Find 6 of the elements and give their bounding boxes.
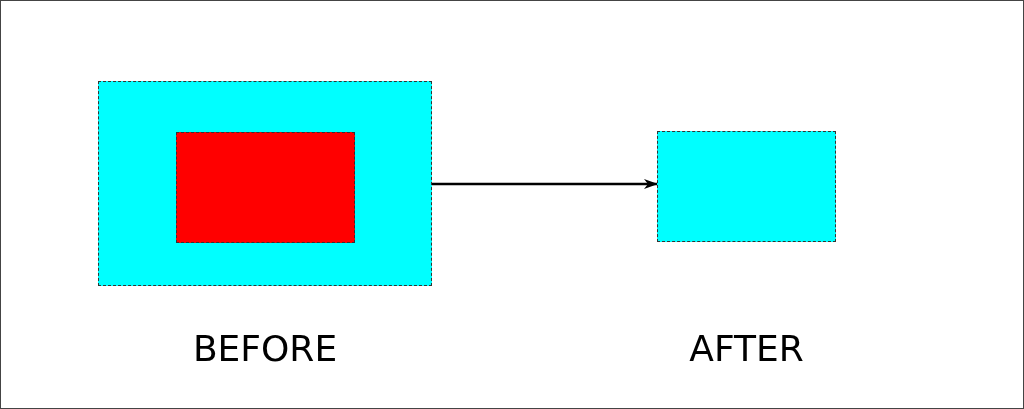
node-label: BEFORE bbox=[192, 328, 338, 369]
resized-rectangle bbox=[657, 131, 836, 242]
arrow bbox=[432, 179, 658, 189]
outer-rectangle bbox=[98, 81, 432, 286]
inner-rectangle bbox=[176, 132, 355, 243]
node-label: AFTER bbox=[689, 328, 804, 369]
